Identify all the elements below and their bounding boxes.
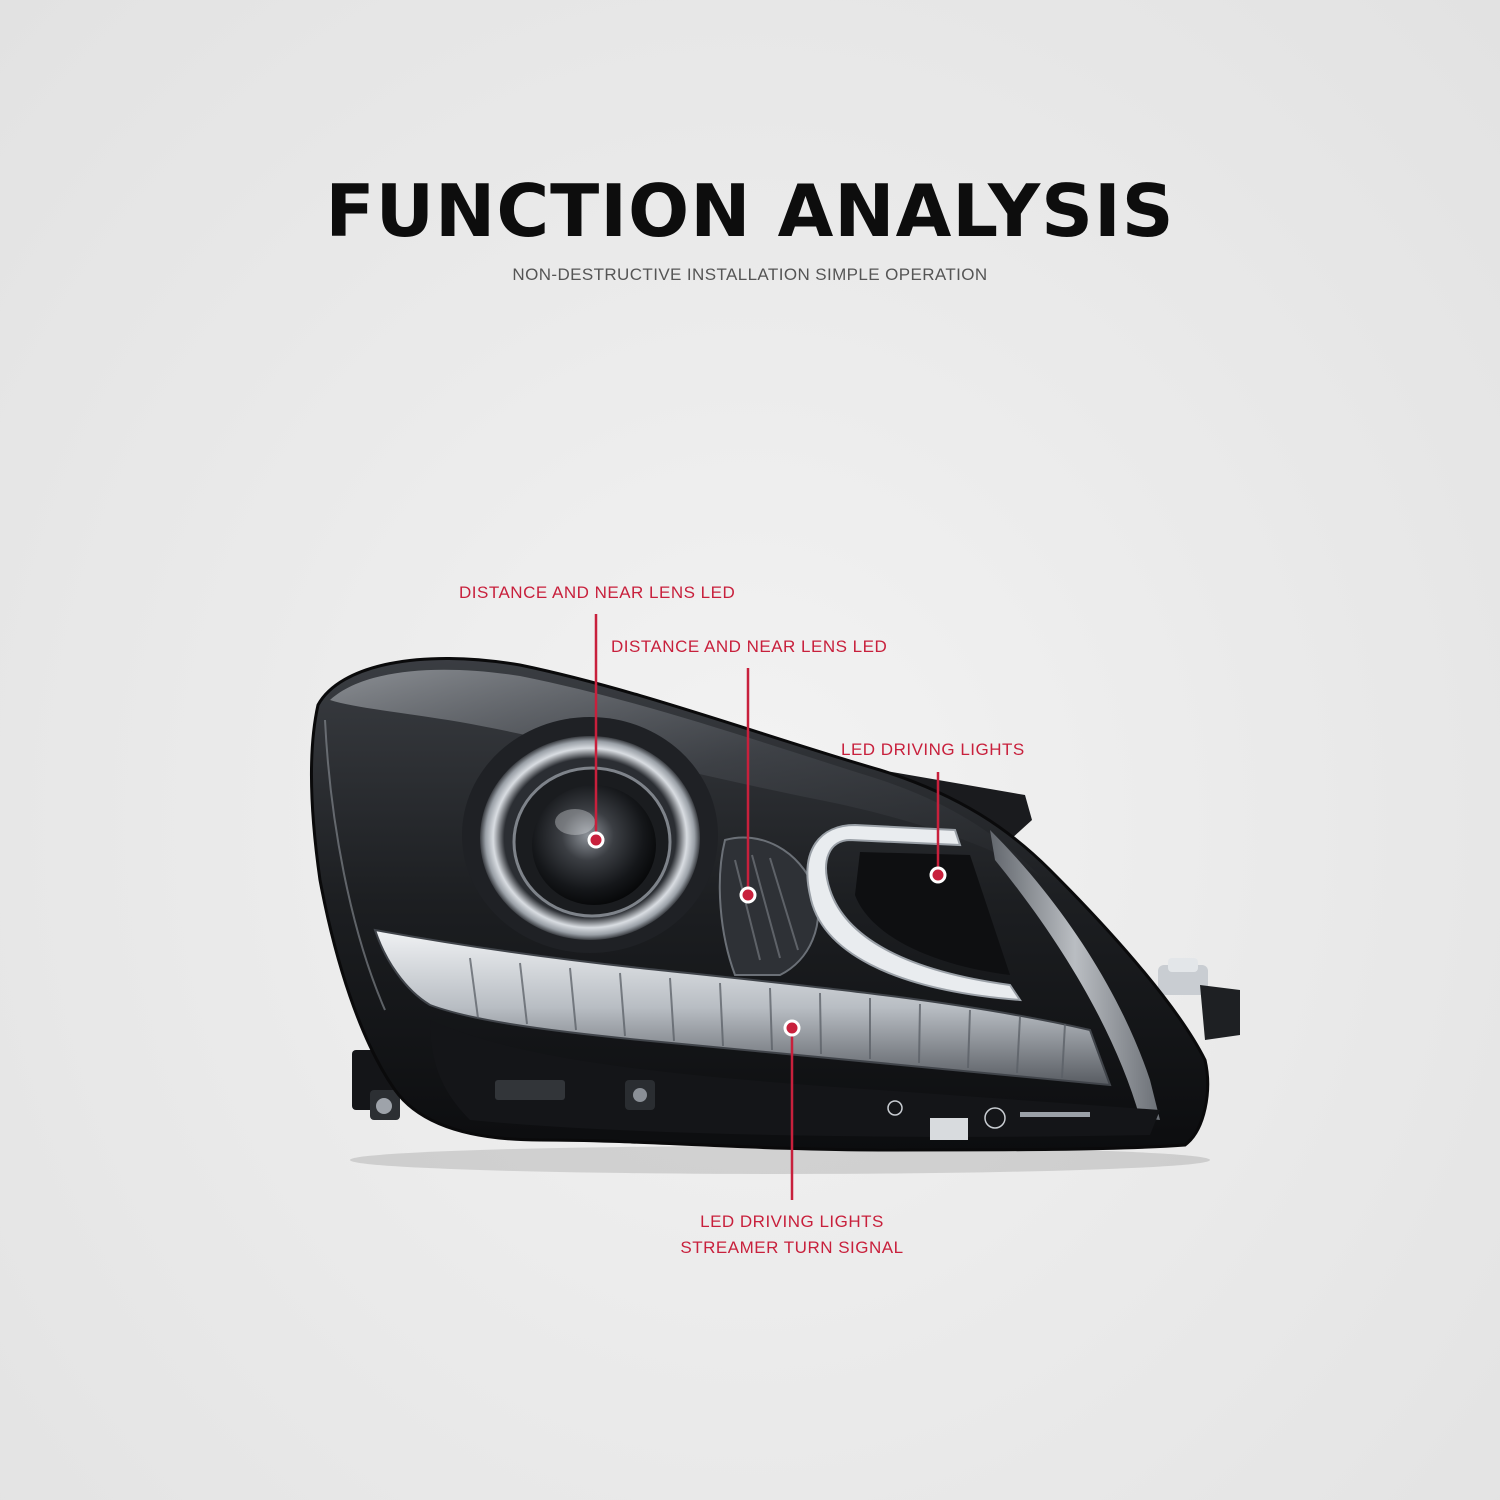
dot-lens-led-2	[739, 886, 757, 904]
part-number-label	[887, 1100, 1090, 1140]
dot-lens-led-1	[587, 831, 605, 849]
callout-lens-led-1: DISTANCE AND NEAR LENS LED	[459, 583, 736, 602]
outer-lens	[330, 669, 1040, 876]
dot-drl-lower	[783, 1019, 801, 1037]
page-subtitle: NON-DESTRUCTIVE INSTALLATION SIMPLE OPER…	[512, 265, 988, 284]
drl-light-guide	[806, 823, 1022, 1002]
callout-lens-led-2: DISTANCE AND NEAR LENS LED	[611, 637, 888, 656]
product-shadow	[350, 1146, 1210, 1174]
callout-drl-upper: LED DRIVING LIGHTS	[841, 740, 1025, 759]
lower-housing	[430, 1020, 1160, 1137]
dot-drl-upper	[929, 866, 947, 884]
page-title: FUNCTION ANALYSIS	[325, 169, 1175, 253]
reflector	[718, 836, 820, 976]
callout-drl-lower-line2: STREAMER TURN SIGNAL	[680, 1238, 904, 1257]
strip-segments	[469, 957, 1066, 1079]
turn-signal-strip	[373, 928, 1112, 1087]
callout-drl-lower-line1: LED DRIVING LIGHTS	[700, 1212, 884, 1231]
callout-dots	[587, 831, 947, 1037]
